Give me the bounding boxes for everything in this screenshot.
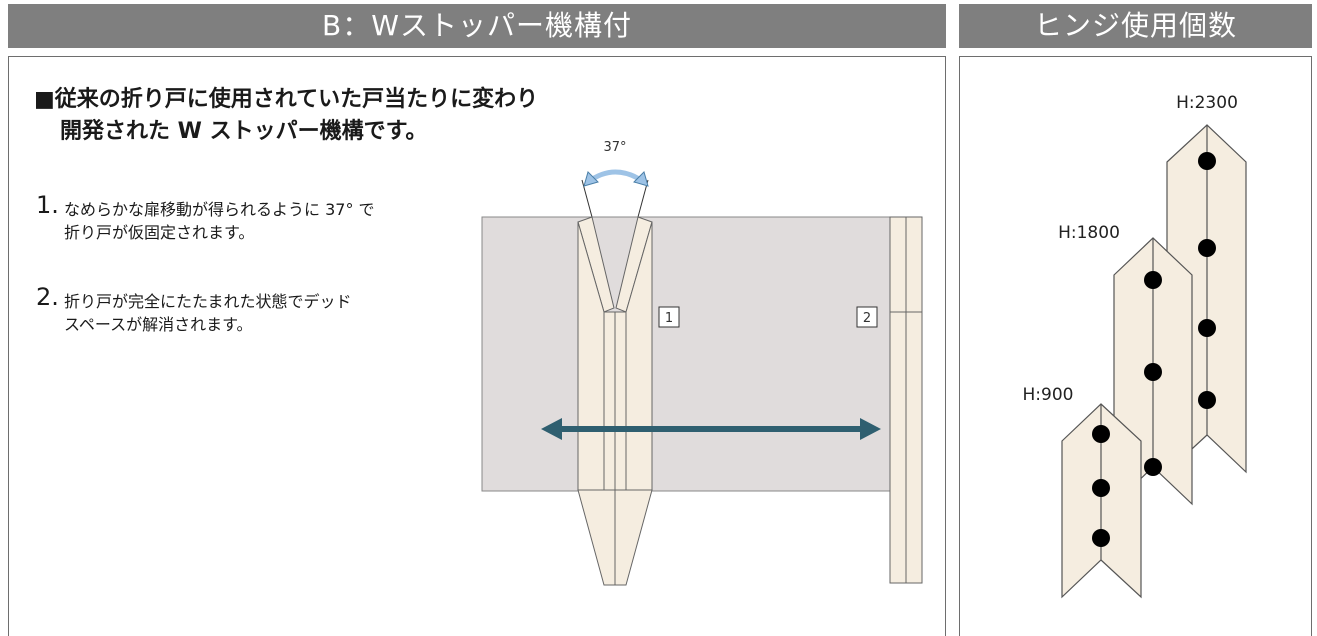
- hinge-dot: [1144, 271, 1162, 289]
- list-item-number: 1.: [36, 191, 59, 219]
- hinge-label-1800: H:1800: [1058, 223, 1120, 243]
- hinge-dot: [1198, 152, 1216, 170]
- hinge-dot: [1198, 319, 1216, 337]
- hinge-dot: [1092, 425, 1110, 443]
- movement-arrow-head-left: [541, 418, 562, 440]
- hinge-dot: [1092, 479, 1110, 497]
- hinge-dot: [1198, 239, 1216, 257]
- header-right: ヒンジ使用個数: [959, 4, 1312, 48]
- movement-arrow-head-right: [860, 418, 881, 440]
- hinge-label-2300: H:2300: [1176, 93, 1238, 113]
- list-item-line2: 折り戸が仮固定されます。: [64, 223, 255, 242]
- hinge-dot: [1144, 363, 1162, 381]
- list-item-line2: スペースが解消されます。: [64, 315, 253, 334]
- angle-label: 37°: [603, 140, 626, 155]
- marker-2-label: 2: [863, 311, 871, 326]
- angle-arrow-head-right: [633, 171, 649, 187]
- headline-line1: ■従来の折り戸に使用されていた戸当たりに変わり: [34, 87, 539, 112]
- marker-1-box: [658, 306, 680, 328]
- hinge-label-900: H:900: [1023, 385, 1074, 405]
- marker-2-box: [856, 306, 878, 328]
- wall-area: [481, 216, 893, 492]
- hinge-dot: [1092, 529, 1110, 547]
- marker-1-label: 1: [665, 311, 673, 326]
- right-panel: [959, 56, 1312, 636]
- hinge-dot: [1198, 391, 1216, 409]
- door-2: [889, 216, 923, 584]
- door-1: [577, 216, 653, 586]
- hinge-dot: [1144, 458, 1162, 476]
- left-panel: [8, 56, 946, 636]
- list-item-line1: 折り戸が完全にたたまれた状態でデッド: [64, 292, 352, 311]
- angle-guide-right: [637, 179, 649, 218]
- list-item-number: 2.: [36, 283, 59, 311]
- angle-arrow-head-left: [583, 171, 599, 187]
- header-left: B：Wストッパー機構付: [8, 4, 946, 48]
- list-item-1: 1. なめらかな扉移動が得られるように 37° で 折り戸が仮固定されます。: [36, 193, 375, 244]
- headline: ■従来の折り戸に使用されていた戸当たりに変わり 開発された W ストッパー機構で…: [34, 84, 538, 148]
- headline-line2: 開発された W ストッパー機構です。: [60, 119, 428, 144]
- list-item-2: 2. 折り戸が完全にたたまれた状態でデッド スペースが解消されます。: [36, 285, 352, 336]
- list-item-line1: なめらかな扉移動が得られるように 37° で: [64, 200, 375, 219]
